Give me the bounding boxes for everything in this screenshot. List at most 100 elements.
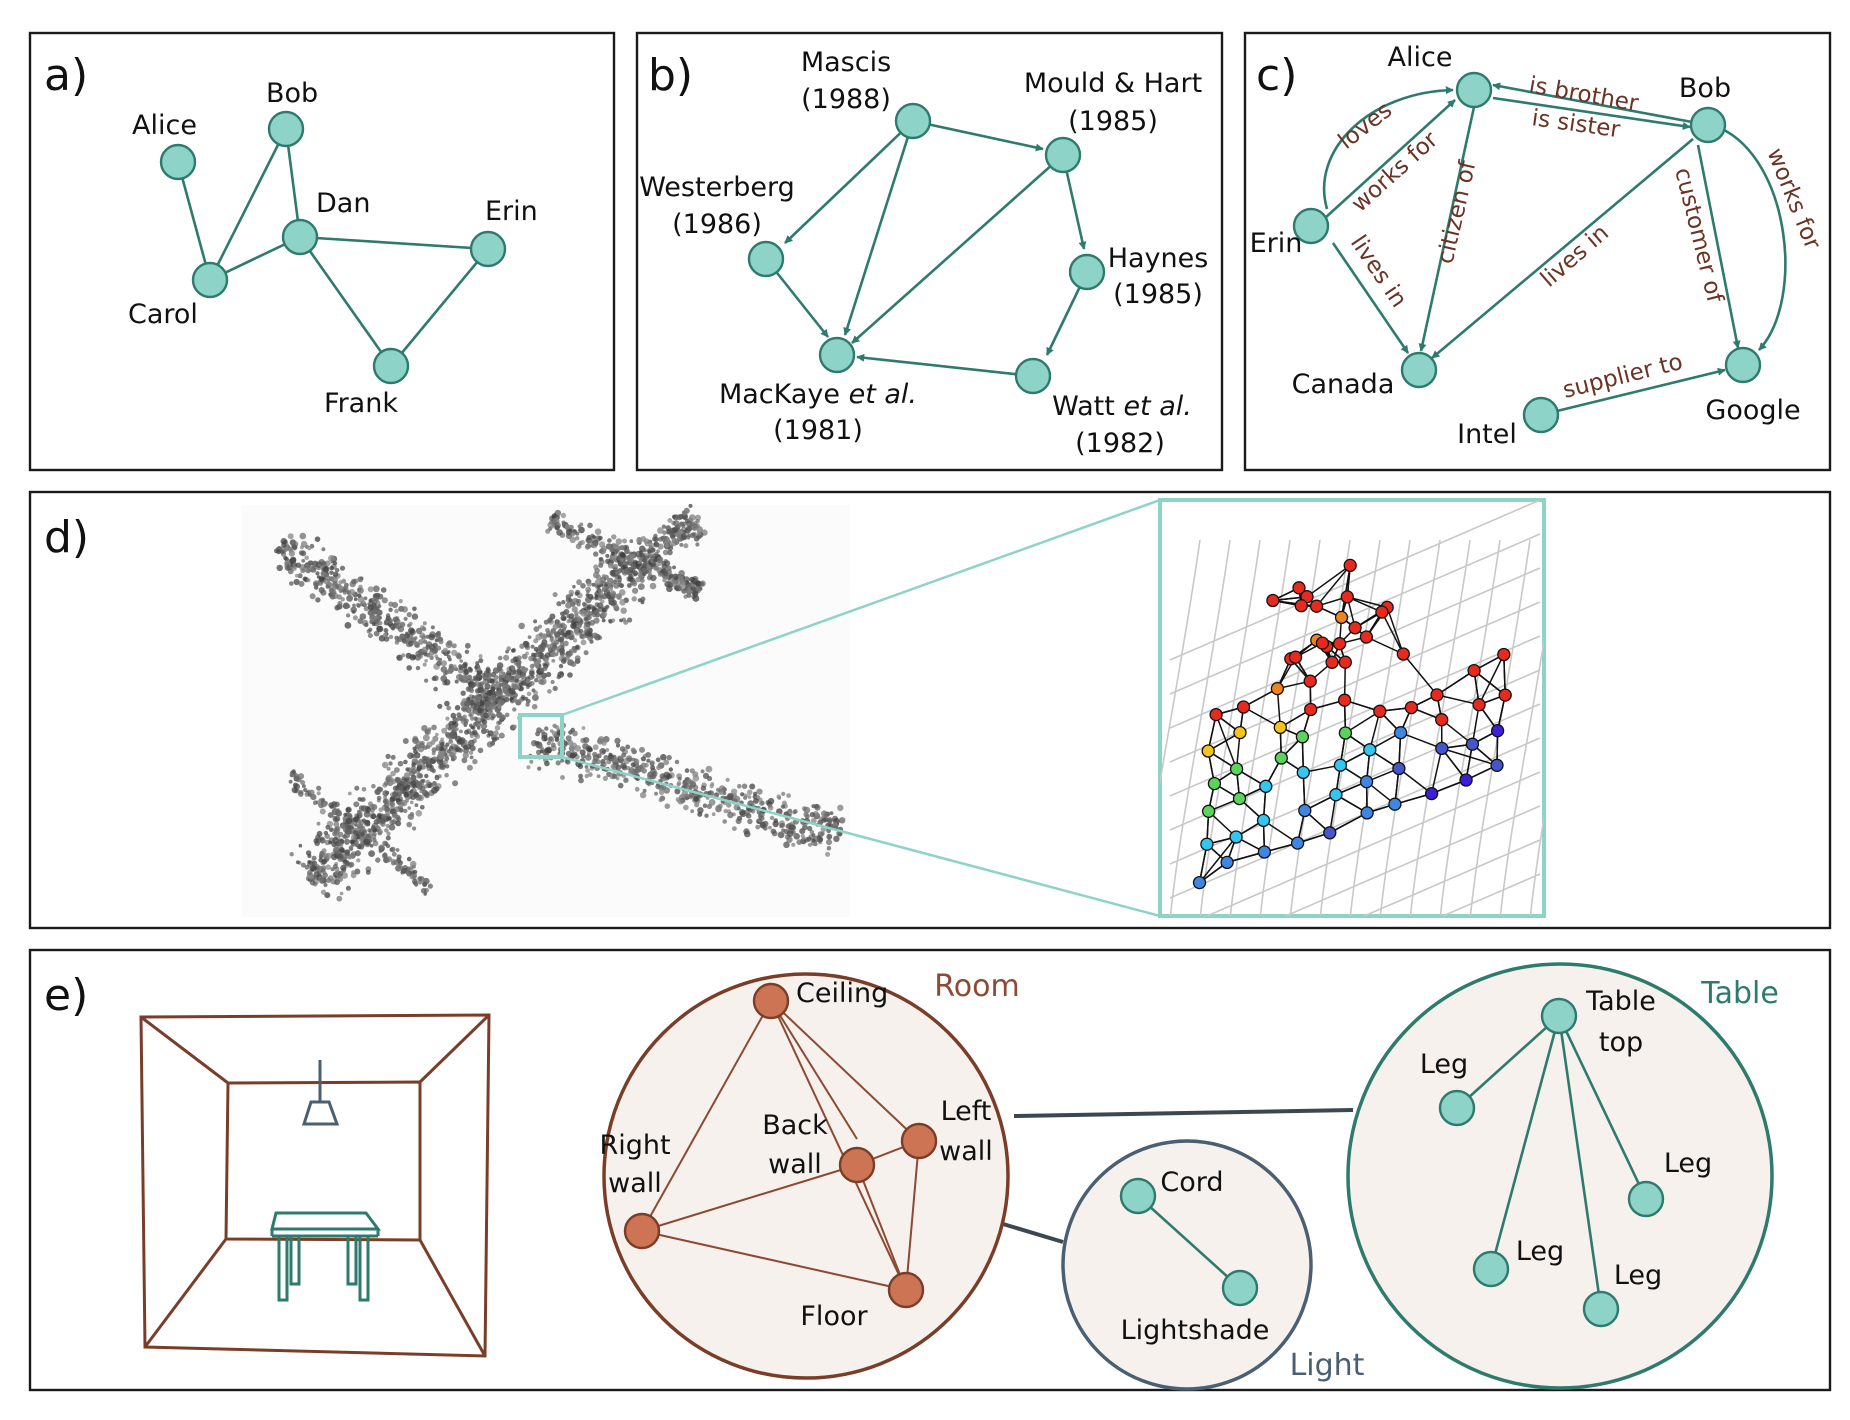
label-westerberg-year: (1986): [672, 209, 762, 240]
label-google: Google: [1705, 395, 1800, 426]
node-right-wall: [623, 1212, 661, 1250]
label-mascis-year: (1988): [801, 84, 891, 115]
node-bob: [267, 110, 305, 148]
panel-b: b) Mascis (1988) Mould & Hart (1985) Wes…: [635, 31, 1224, 472]
label-bob: Bob: [1679, 73, 1731, 104]
node-mackaye: [818, 336, 856, 374]
light-title: Light: [1290, 1348, 1365, 1383]
room-light-link: [1002, 1222, 1064, 1244]
label-mascis-name: Mascis: [801, 47, 891, 78]
node-carol: [191, 261, 229, 299]
label-floor: Floor: [800, 1301, 868, 1332]
room-sketch: [139, 1013, 491, 1358]
label-leg-4: Leg: [1614, 1260, 1662, 1291]
node-leg-1: [1438, 1089, 1476, 1127]
zoom-source-box: [518, 713, 564, 759]
node-left-wall: [900, 1122, 938, 1160]
label-right-wall-1: Right: [599, 1130, 670, 1161]
label-leg-1: Leg: [1420, 1049, 1468, 1080]
zoom-line-bottom: [561, 755, 1161, 918]
label-leg-2: Leg: [1664, 1148, 1712, 1179]
node-leg-2: [1627, 1180, 1665, 1218]
node-canada: [1400, 351, 1438, 389]
panel-b-letter: b): [648, 50, 693, 101]
table-title: Table: [1700, 976, 1779, 1011]
node-alice: [1455, 71, 1493, 109]
node-leg-4: [1582, 1290, 1620, 1328]
node-leg-3: [1472, 1250, 1510, 1288]
label-table-top-2: top: [1599, 1027, 1643, 1058]
room-table-link: [1013, 1108, 1354, 1118]
label-carol: Carol: [128, 299, 198, 330]
panel-b-frame: [635, 31, 1224, 472]
label-back-wall-1: Back: [762, 1110, 828, 1141]
node-haynes: [1068, 253, 1106, 291]
node-back-wall: [838, 1146, 876, 1184]
node-table-top: [1540, 997, 1578, 1035]
zoom-line-top: [561, 498, 1161, 717]
panel-c-edges: [1322, 82, 1787, 413]
node-mascis: [894, 102, 932, 140]
label-left-wall-1: Left: [941, 1096, 992, 1127]
panel-d: d): [28, 490, 1832, 930]
node-alice: [159, 143, 197, 181]
light-graph: Cord Lightshade Light: [1061, 1139, 1365, 1391]
node-bob: [1689, 106, 1727, 144]
node-ceiling: [752, 982, 790, 1020]
airplane-point-cloud: [274, 503, 846, 902]
node-mould-hart: [1044, 136, 1082, 174]
label-watt-year: (1982): [1075, 428, 1165, 459]
node-erin: [1292, 207, 1330, 245]
table-icon: [270, 1211, 381, 1302]
panel-a: a) Alice Bob Dan Erin Carol Frank: [28, 31, 616, 472]
label-leg-3: Leg: [1516, 1236, 1564, 1267]
label-watt-name: Watt et al.: [1052, 391, 1192, 422]
label-haynes-name: Haynes: [1108, 243, 1209, 274]
label-frank: Frank: [324, 388, 398, 419]
node-frank: [372, 347, 410, 385]
panel-a-frame: [28, 31, 616, 472]
table-circle: [1346, 962, 1774, 1390]
label-cord: Cord: [1160, 1167, 1223, 1198]
panel-e: e): [28, 948, 1832, 1392]
node-erin: [469, 230, 507, 268]
panel-c: c) Alice Bob Erin Canada Intel Google lo…: [1243, 31, 1832, 472]
label-erin: Erin: [485, 196, 538, 227]
label-mould-year: (1985): [1068, 106, 1158, 137]
label-westerberg-name: Westerberg: [639, 172, 795, 203]
label-dan: Dan: [316, 188, 370, 219]
panel-c-letter: c): [1256, 50, 1297, 101]
label-right-wall-2: wall: [608, 1168, 662, 1199]
panel-a-letter: a): [44, 50, 88, 101]
label-alice: Alice: [132, 110, 197, 141]
label-canada: Canada: [1292, 369, 1395, 400]
node-lightshade: [1221, 1269, 1259, 1307]
panel-e-letter: e): [44, 970, 88, 1021]
node-cord: [1119, 1177, 1157, 1215]
label-bob: Bob: [266, 78, 318, 109]
lamp-icon: [301, 1060, 340, 1126]
node-floor: [887, 1271, 925, 1309]
node-google: [1724, 346, 1762, 384]
room-graph: Room Ceiling Right wall Back wall Left w…: [599, 969, 1020, 1380]
room-title: Room: [934, 969, 1019, 1004]
label-erin: Erin: [1250, 228, 1303, 259]
label-lightshade: Lightshade: [1121, 1315, 1270, 1346]
label-mackaye-name: MacKaye et al.: [719, 379, 917, 410]
node-dan: [281, 218, 319, 256]
label-haynes-year: (1985): [1113, 279, 1203, 310]
node-westerberg: [747, 240, 785, 278]
label-ceiling: Ceiling: [796, 978, 888, 1009]
label-table-top-1: Table: [1585, 986, 1656, 1017]
zoom-point-mesh: [1192, 558, 1512, 890]
table-graph: Table Table top Leg Leg Leg Leg: [1346, 962, 1779, 1390]
node-intel: [1522, 396, 1560, 434]
label-mould-name: Mould & Hart: [1024, 68, 1202, 99]
label-back-wall-2: wall: [768, 1149, 822, 1180]
label-alice: Alice: [1388, 42, 1453, 73]
label-left-wall-2: wall: [939, 1136, 993, 1167]
label-intel: Intel: [1457, 419, 1517, 450]
panel-d-letter: d): [44, 512, 89, 563]
label-mackaye-year: (1981): [773, 415, 863, 446]
